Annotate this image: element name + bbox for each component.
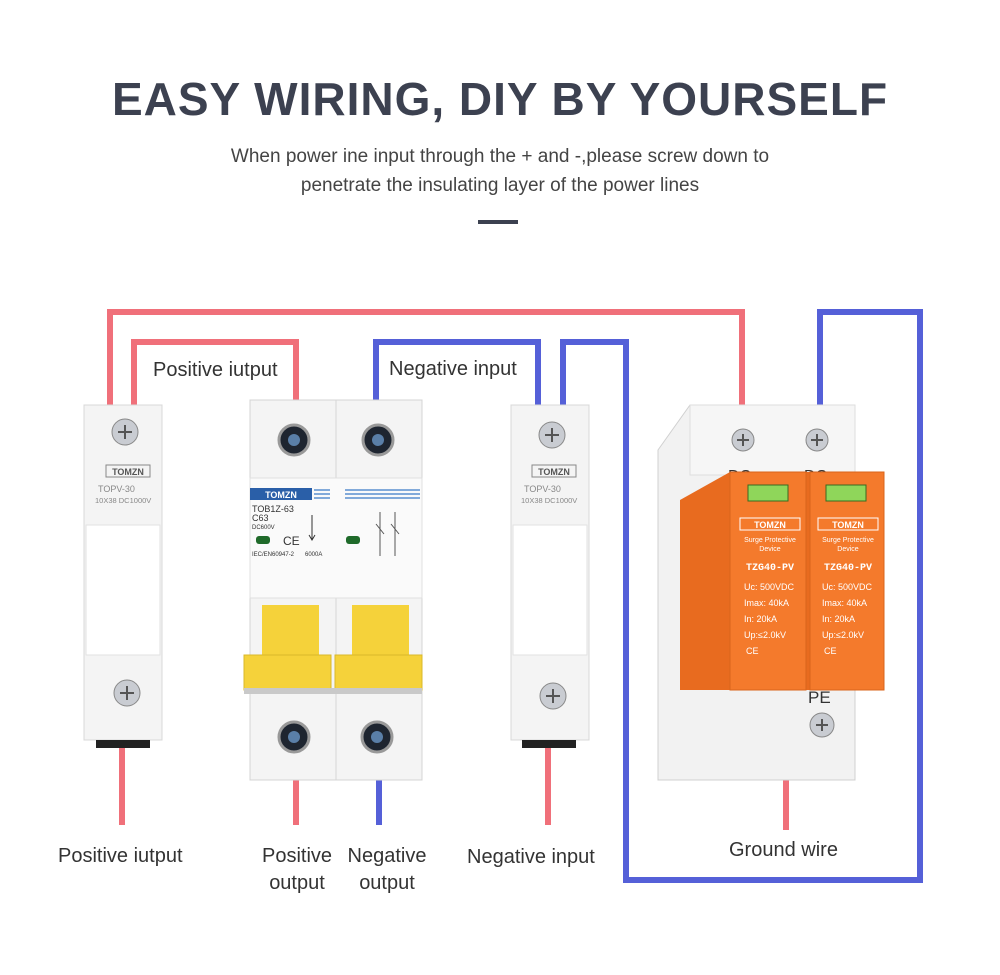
spd-uc: Uc: 500VDC [822,582,873,592]
fuse-model: TOPV-30 [98,484,135,494]
spd-in: In: 20kA [822,614,855,624]
label-negative-output-line2: output [359,872,415,894]
subtitle: When power ine input through the + and -… [150,142,850,200]
positive-wire-outer [107,309,745,405]
spd-ce: CE [824,646,837,656]
label-negative-output: Negative output [343,843,431,897]
spd-module-left: TOMZN Surge Protective Device TZG40-PV U… [739,517,801,656]
breaker-brand: TOMZN [265,490,297,500]
circuit-breaker: TOMZN TOB1Z-63 C63 DC600V CE IEC/EN60947… [243,399,423,781]
subtitle-line-1: When power ine input through the + and -… [230,146,770,167]
spd-desc-line2: Device [837,546,859,553]
positive-wire-inner [131,339,299,405]
fuse-model: TOPV-30 [524,484,561,494]
label-negative-input-top: Negative input [389,358,517,380]
spd-in: In: 20kA [744,614,777,624]
spd-desc-line1: Surge Protective [744,537,796,544]
breaker-voltage: DC600V [252,525,275,531]
screw-icon [111,418,139,446]
subtitle-line-2: penetrate the insulating layer of the po… [300,175,700,196]
breaker-rating: C63 [252,513,269,523]
spd-module-right: TOMZN Surge Protective Device TZG40-PV U… [817,517,879,656]
breaker-model: TOB1Z-63 [252,504,294,514]
negative-wire-top [373,339,541,405]
screw-icon [805,428,829,452]
fuse-spec: 10X38 DC1000V [521,496,577,505]
label-positive-output-line1: Positive [261,845,333,867]
terminal-screw-icon [277,423,311,457]
screw-icon [539,682,567,710]
label-positive-output: Positive output [256,843,338,897]
spd-model: TZG40-PV [824,563,872,574]
page-title: EASY WIRING, DIY BY YOURSELF [111,73,889,125]
label-ground-wire: Ground wire [729,839,838,861]
label-negative-input-bottom: Negative input [467,846,595,868]
spd-up: Up:≤2.0kV [744,630,786,640]
fuse-spec: 10X38 DC1000V [95,496,151,505]
spd-brand: TOMZN [832,520,864,530]
label-positive-output-line2: output [269,872,325,894]
label-negative-output-line1: Negative [347,845,427,867]
breaker-standard: IEC/EN60947-2 [252,552,295,558]
spd-imax: Imax: 40kA [744,598,789,608]
label-positive-iutput-bottom: Positive iutput [58,845,183,867]
spd-brand: TOMZN [754,520,786,530]
spd-uc: Uc: 500VDC [744,582,795,592]
spd-ce: CE [746,646,759,656]
spd-up: Up:≤2.0kV [822,630,864,640]
spd-pe-label: PE [808,688,831,707]
spd-desc-line2: Device [759,546,781,553]
label-positive-iutput-top: Positive iutput [153,359,278,381]
wires [107,309,923,883]
fuse-brand: TOMZN [112,467,144,477]
title-divider [478,220,518,224]
terminal-screw-icon [361,423,395,457]
screw-icon [113,679,141,707]
spd-model: TZG40-PV [746,563,794,574]
surge-protective-device: DC+ DC- TOMZN Surge Protective Device TZ… [657,404,885,781]
breaker-symbol-icon [375,512,400,556]
terminal-screw-icon [277,720,311,754]
fuse-brand: TOMZN [538,467,570,477]
spd-imax: Imax: 40kA [822,598,867,608]
spd-desc-line1: Surge Protective [822,537,874,544]
fuse-holder-right: TOMZN TOPV-30 10X38 DC1000V [510,404,590,748]
breaker-capacity: 6000A [305,552,322,558]
negative-wire-loop [560,309,923,883]
screw-icon [809,712,835,738]
terminal-screw-icon [360,720,394,754]
fuse-holder-left: TOMZN TOPV-30 10X38 DC1000V [83,404,163,748]
breaker-ce: CE [283,534,300,548]
screw-icon [731,428,755,452]
screw-icon [538,421,566,449]
